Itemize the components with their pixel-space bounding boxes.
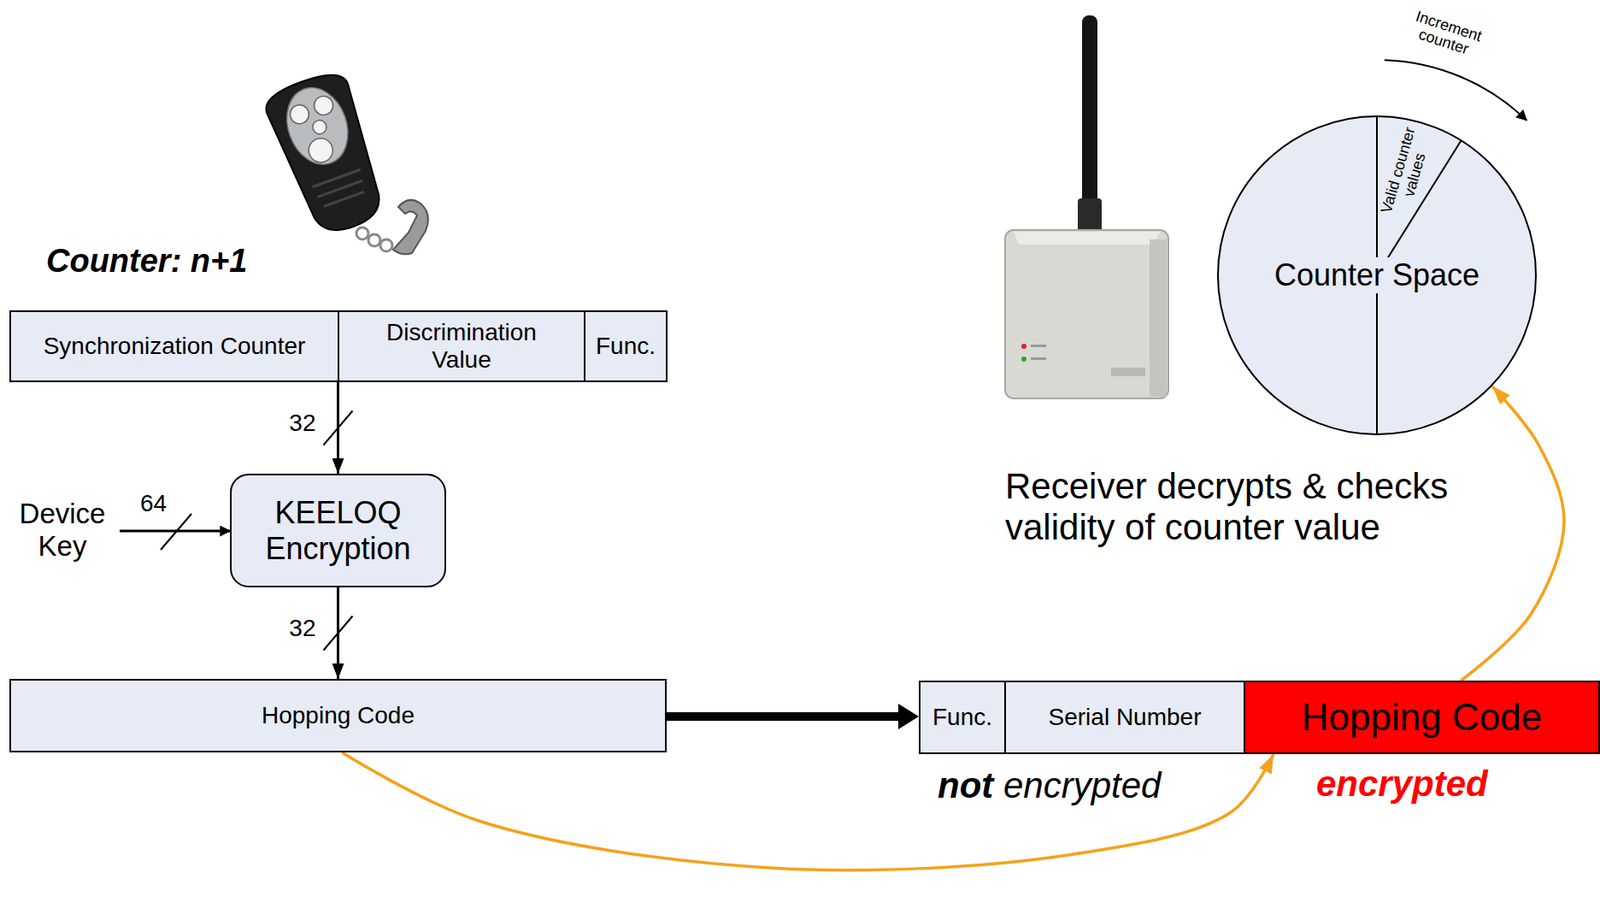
circle-shape xyxy=(1217,116,1536,435)
note-text: Receiver decrypts & checks validity of c… xyxy=(1005,465,1518,549)
increment-label: Increment counter xyxy=(1396,4,1496,65)
led-marking xyxy=(1030,344,1047,348)
output-box: Hopping Code xyxy=(9,678,667,753)
fob-body xyxy=(260,66,395,242)
field-box: Discrimination Value xyxy=(337,310,586,383)
field-box: Synchronization Counter xyxy=(9,310,340,383)
box-label: Func. xyxy=(595,332,656,360)
cipher-box: KEELOQ Encryption xyxy=(229,473,447,588)
receiver-unit xyxy=(1005,15,1169,399)
brand-plate xyxy=(1111,367,1146,377)
led-green xyxy=(1021,356,1027,362)
bit-width: 64 xyxy=(140,489,167,518)
bit-width: 32 xyxy=(288,408,316,436)
chain-link xyxy=(380,239,393,252)
input-label: Device Key xyxy=(10,497,115,563)
box-label: Hopping Code xyxy=(261,701,415,730)
bus-slash xyxy=(160,513,192,550)
housing-top xyxy=(1013,231,1160,245)
box-label: KEELOQ Encryption xyxy=(244,494,433,566)
packet-field: Func. xyxy=(918,680,1006,754)
led-marking xyxy=(1030,357,1047,360)
antenna-base xyxy=(1077,198,1102,233)
box-label: Counter Space xyxy=(1270,257,1483,293)
fob-button xyxy=(305,135,336,166)
box-label: Discrimination Value xyxy=(363,318,560,374)
fob-panel xyxy=(276,79,359,174)
plain-note: not encrypted xyxy=(937,764,1161,806)
box-label: Synchronization Counter xyxy=(43,332,306,360)
antenna xyxy=(1082,15,1098,221)
led-red xyxy=(1021,343,1027,349)
encrypted-field: Hopping Code xyxy=(1243,680,1600,754)
chain-link xyxy=(356,227,369,240)
key-clip xyxy=(393,200,429,255)
fob-button xyxy=(287,102,312,127)
counter-circle: Counter SpaceValid counter values xyxy=(1217,115,1537,436)
key-fob xyxy=(260,66,429,254)
flow-arrow xyxy=(666,711,899,721)
packet-field: Serial Number xyxy=(1004,680,1246,754)
receiver-housing xyxy=(1005,229,1169,399)
bus-slash xyxy=(323,411,353,446)
housing-side xyxy=(1149,239,1167,397)
bus-slash xyxy=(323,616,353,651)
increment-arrow xyxy=(1384,59,1527,121)
encrypted-note: encrypted xyxy=(1316,763,1489,805)
field-box: Func. xyxy=(583,310,668,383)
key-input-arrow xyxy=(119,529,230,533)
chain-link xyxy=(368,234,381,247)
box-label: Serial Number xyxy=(1048,703,1202,731)
fob-button xyxy=(311,93,336,118)
counter-caption: Counter: n+1 xyxy=(46,242,248,281)
box-label: Hopping Code xyxy=(1301,695,1542,740)
fob-button xyxy=(311,117,330,136)
box-label: Func. xyxy=(932,703,993,731)
bit-width: 32 xyxy=(288,613,316,642)
flow-curve xyxy=(341,752,1274,871)
fob-ridges xyxy=(311,169,368,208)
